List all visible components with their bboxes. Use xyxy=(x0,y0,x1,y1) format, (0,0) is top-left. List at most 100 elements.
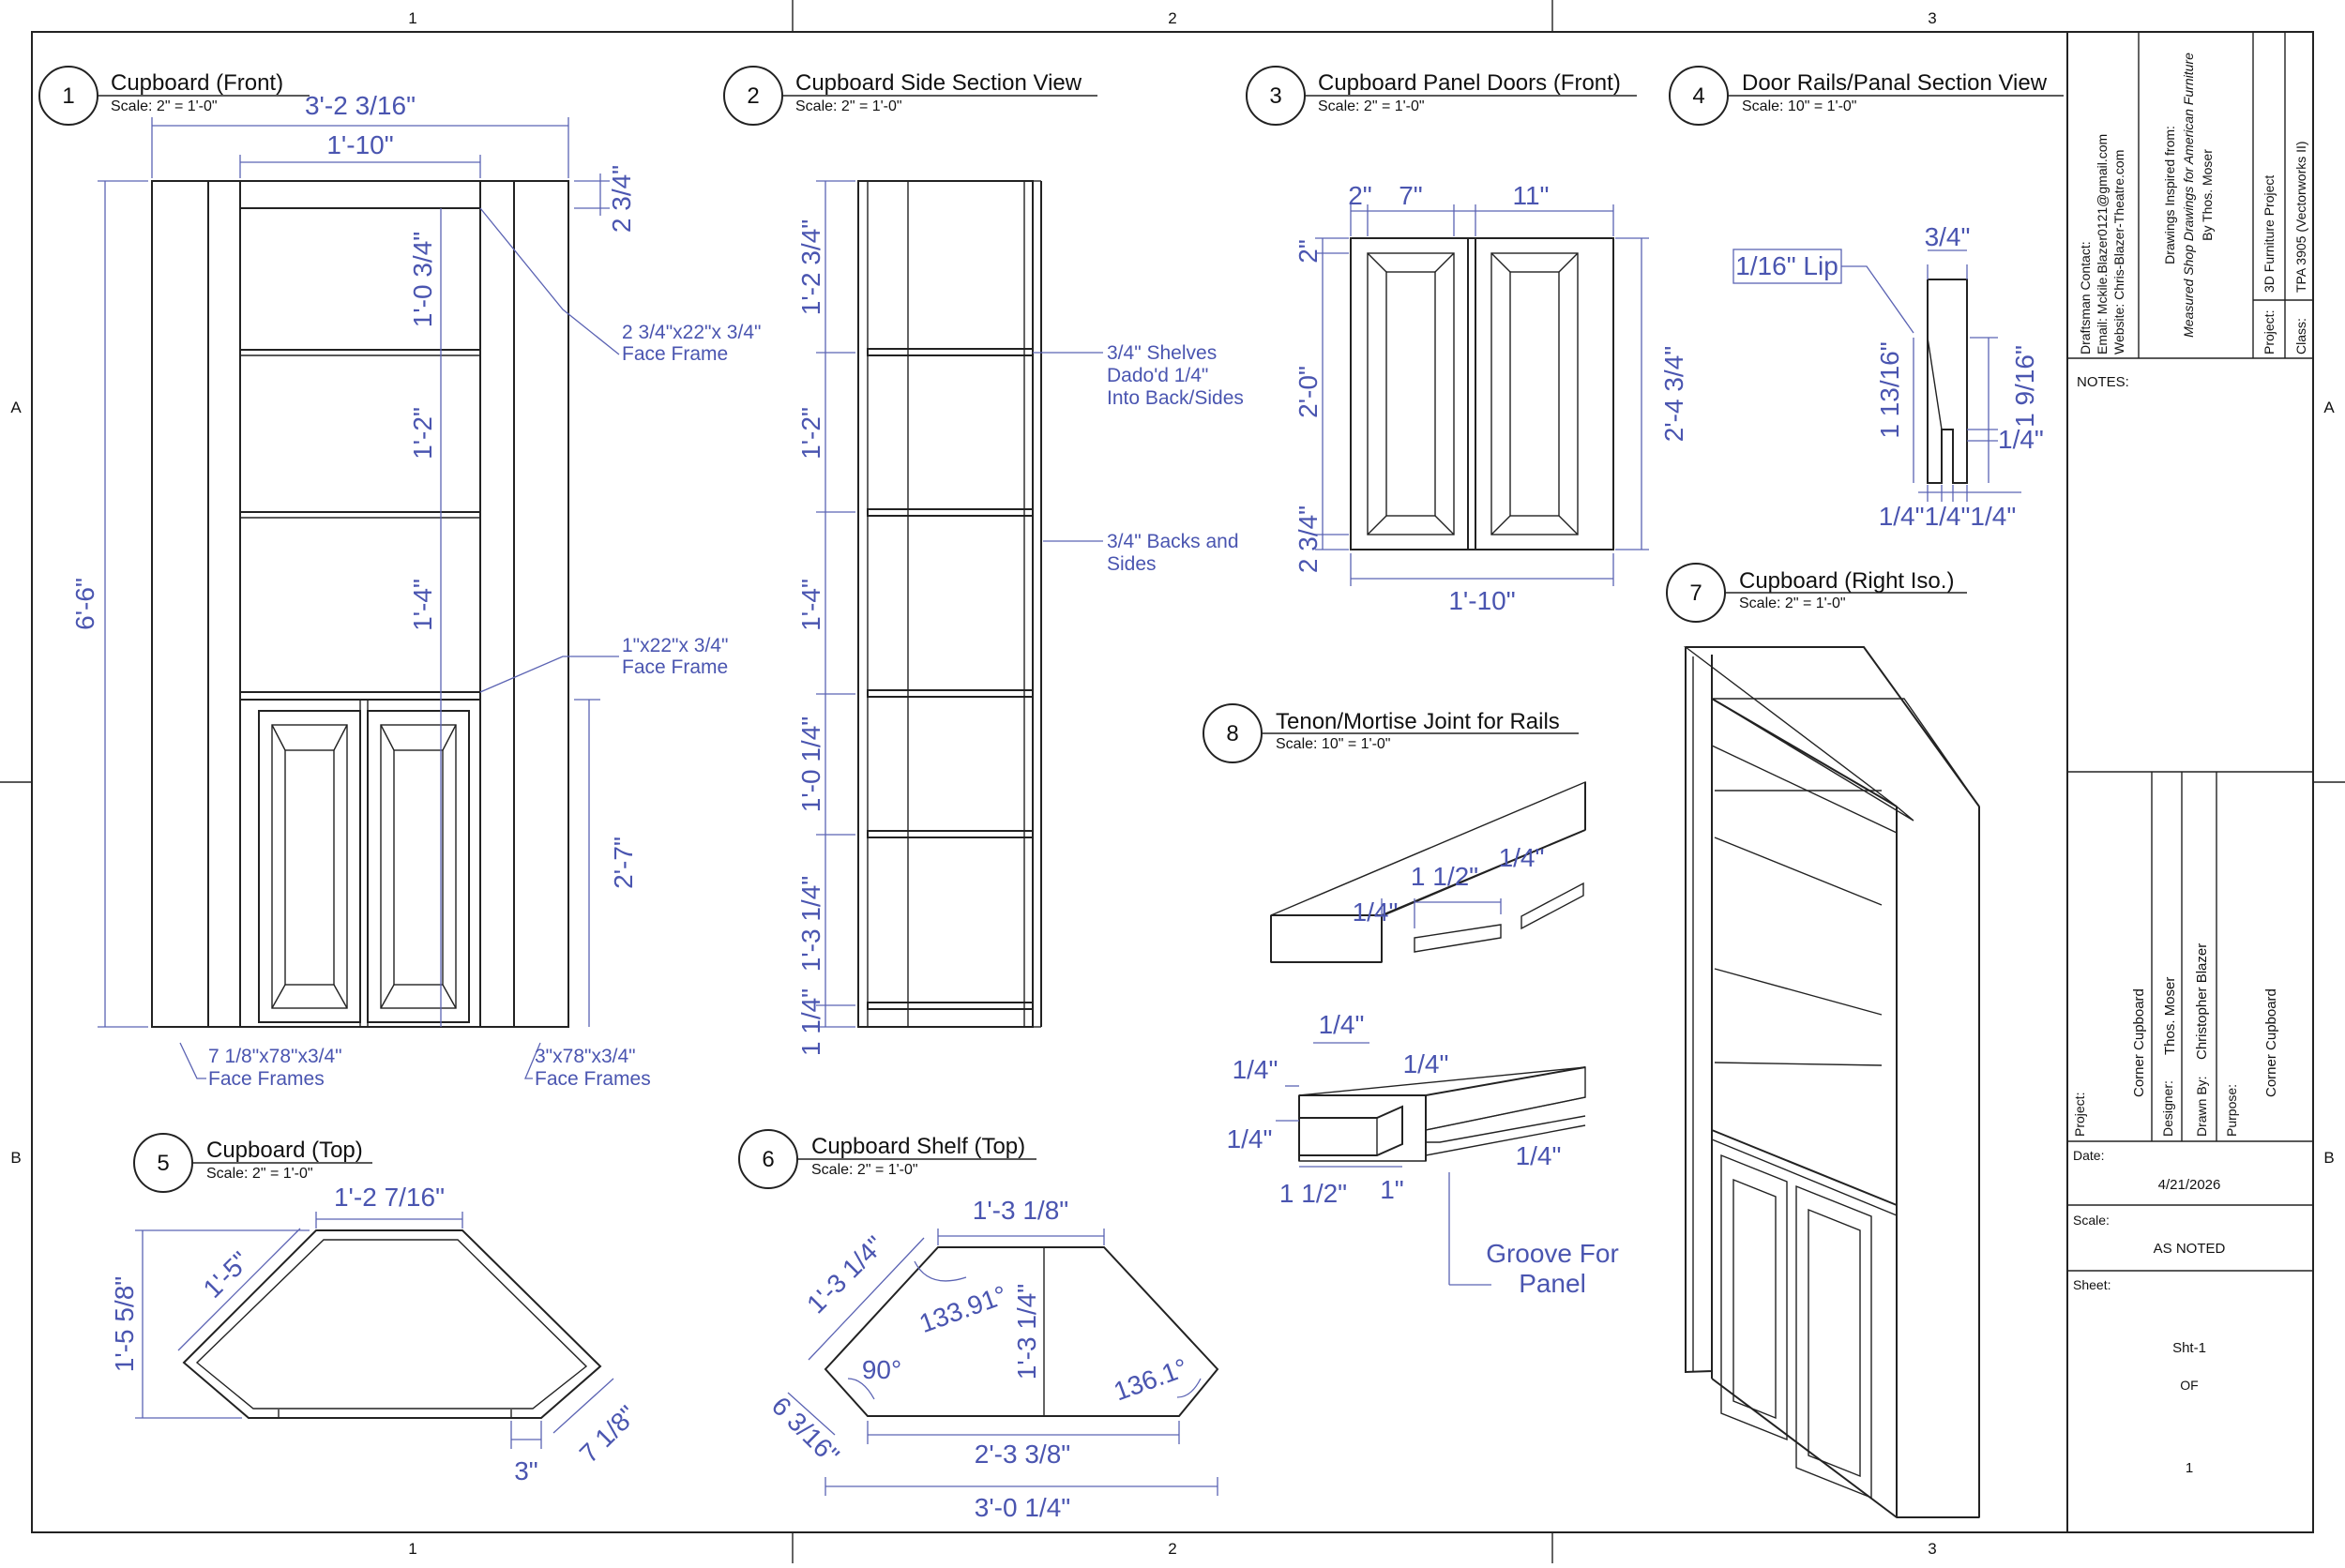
dim-door-width: 11" xyxy=(1512,181,1549,210)
note-ff-left-a: 7 1/8"x78"x3/4" xyxy=(208,1046,342,1067)
dim-overall-width: 3'-2 3/16" xyxy=(305,91,416,120)
grid-row-b-right: B xyxy=(2323,1149,2334,1167)
view-number: 2 xyxy=(747,83,759,109)
tb-inspired-1: Drawings Inspired from: xyxy=(2162,126,2177,264)
dim-tenon-c: 1/4" xyxy=(1353,897,1399,927)
dim-tenon-g: 1/4" xyxy=(1227,1124,1273,1153)
note-shelves-a: 3/4" Shelves xyxy=(1107,342,1217,364)
note-groove-a: Groove For xyxy=(1486,1239,1619,1268)
tb-project-value: 3D Furniture Project xyxy=(2262,175,2277,293)
note-lip: 1/16" Lip xyxy=(1735,251,1838,280)
angle-shelf-2: 90° xyxy=(862,1355,901,1384)
view-title: Cupboard Side Section View xyxy=(795,70,1082,96)
dim-top-rail: 2 3/4" xyxy=(607,165,636,233)
dim-side-4: 1'-0 1/4" xyxy=(796,716,825,812)
note-backs-a: 3/4" Backs and xyxy=(1107,531,1239,552)
note-shelves-c: Into Back/Sides xyxy=(1107,387,1244,409)
tb-notes-label: NOTES: xyxy=(2077,374,2129,390)
tb-project-label: Project: xyxy=(2262,310,2277,354)
dim-top-back: 3" xyxy=(514,1456,538,1485)
dim-shelf-back-corner: 6 3/16" xyxy=(766,1391,845,1470)
view-tenon-mortise: 8 Tenon/Mortise Joint for Rails Scale: 1… xyxy=(1203,703,1619,1298)
view-number: 4 xyxy=(1692,83,1704,109)
dim-tenon-b: 1/4" xyxy=(1499,843,1545,872)
dim-tenon-h: 1/4" xyxy=(1516,1141,1562,1170)
grid-row-a-left: A xyxy=(10,399,22,416)
note-face-frame-1a: 2 3/4"x22"x 3/4" xyxy=(622,322,761,343)
view-scale: Scale: 10" = 1'-0" xyxy=(1276,736,1390,752)
tb-sheet-value: Sht-1 xyxy=(2172,1340,2206,1356)
tb-drawn-label: Drawn By: xyxy=(2194,1076,2209,1137)
dim-side-2: 1'-2" xyxy=(796,407,825,460)
dim-doors-total-width: 1'-10" xyxy=(1448,586,1515,615)
view-scale: Scale: 2" = 1'-0" xyxy=(795,98,902,114)
view-number: 5 xyxy=(157,1151,169,1176)
dim-overall-height: 6'-6" xyxy=(70,578,99,630)
dim-top-depth: 1'-5 5/8" xyxy=(110,1276,139,1372)
view-title: Tenon/Mortise Joint for Rails xyxy=(1276,709,1560,734)
tb-contact-2: Email: Mckile.Blazer0121@gmail.com xyxy=(2095,134,2110,354)
dim-top-corner: 7 1/8" xyxy=(574,1400,643,1469)
dim-rail-thickness: 3/4" xyxy=(1925,222,1971,251)
dim-tenon-a: 1 1/2" xyxy=(1411,862,1478,891)
dim-door-height: 2'-4 3/4" xyxy=(1659,346,1688,442)
view-number: 6 xyxy=(762,1147,774,1172)
view-title: Cupboard (Front) xyxy=(111,70,283,96)
dim-rail-right: 1 9/16" xyxy=(2010,345,2039,428)
dim-side-5: 1'-3 1/4" xyxy=(796,876,825,972)
tb-sheet-label: Sheet: xyxy=(2073,1277,2110,1292)
dim-shelf-front: 1'-3 1/8" xyxy=(973,1196,1068,1225)
note-face-frame-2b: Face Frame xyxy=(622,656,728,678)
dim-shelf-depth: 1'-3 1/4" xyxy=(1012,1284,1041,1380)
view-scale: Scale: 10" = 1'-0" xyxy=(1742,98,1856,114)
dim-tenon-f: 1/4" xyxy=(1403,1049,1449,1078)
note-face-frame-1b: Face Frame xyxy=(622,343,728,365)
tb-drawn-value: Christopher Blazer xyxy=(2194,943,2210,1060)
dim-shelf-3: 1'-4" xyxy=(408,579,437,631)
dim-tenon-d: 1/4" xyxy=(1319,1010,1365,1039)
tb-purpose-value: Corner Cupboard xyxy=(2263,988,2279,1097)
dim-tenon-i: 1 1/2" xyxy=(1279,1179,1347,1208)
view-title: Cupboard Panel Doors (Front) xyxy=(1318,70,1621,96)
view-number: 3 xyxy=(1269,83,1281,109)
tb-contact-1: Draftsman Contact: xyxy=(2078,241,2093,354)
tb-contact-3: Website: Chris-Blazer-Theatre.com xyxy=(2111,150,2126,354)
grid-col-1-bottom: 1 xyxy=(408,1540,416,1558)
dim-top-diag: 1'-5" xyxy=(198,1246,255,1304)
dim-shelf-back: 2'-3 3/8" xyxy=(975,1440,1070,1469)
tb-inspired-2: Measured Shop Drawings for American Furn… xyxy=(2181,53,2196,338)
dim-inner-width: 1'-10" xyxy=(326,130,393,159)
tb-project-title: Corner Cupboard xyxy=(2131,988,2147,1097)
view-side-section: 2 Cupboard Side Section View Scale: 2" =… xyxy=(723,66,1244,1056)
tb-date-label: Date: xyxy=(2073,1148,2104,1163)
tb-sheet-total: 1 xyxy=(2186,1460,2193,1476)
tb-scale-value: AS NOTED xyxy=(2154,1241,2226,1257)
view-shelf-top: 6 Cupboard Shelf (Top) Scale: 2" = 1'-0"… xyxy=(738,1129,1219,1522)
tb-class-label: Class: xyxy=(2293,318,2308,354)
note-backs-b: Sides xyxy=(1107,553,1157,575)
view-rail-section: 4 Door Rails/Panal Section View Scale: 1… xyxy=(1669,66,2064,531)
view-number: 1 xyxy=(62,83,74,109)
view-scale: Scale: 2" = 1'-0" xyxy=(111,98,218,114)
dim-shelf-2: 1'-2" xyxy=(408,407,437,460)
tb-inspired-3: By Thos. Moser xyxy=(2200,149,2215,241)
view-right-iso: 7 Cupboard (Right Iso.) Scale: 2" = 1'-0… xyxy=(1666,563,1980,1518)
grid-col-3-bottom: 3 xyxy=(1928,1540,1936,1558)
dim-tenon-e: 1/4" xyxy=(1233,1055,1278,1084)
note-shelves-b: Dado'd 1/4" xyxy=(1107,365,1208,386)
tb-class-value: TPA 3905 (Vectorworks II) xyxy=(2293,141,2308,293)
grid-col-1-top: 1 xyxy=(408,9,416,27)
dim-tenon-j: 1" xyxy=(1380,1175,1404,1204)
tb-date-value: 4/21/2026 xyxy=(2158,1177,2221,1193)
dim-door-panel-height: 2'-0" xyxy=(1294,366,1323,418)
tb-designer-value: Thos. Moser xyxy=(2162,977,2178,1055)
view-title: Cupboard (Top) xyxy=(206,1138,363,1163)
note-face-frame-2a: 1"x22"x 3/4" xyxy=(622,635,728,656)
dim-top-front-edge: 1'-2 7/16" xyxy=(334,1183,445,1212)
dim-side-3: 1'-4" xyxy=(796,579,825,631)
dim-lower-height: 2'-7" xyxy=(609,837,638,889)
view-title: Door Rails/Panal Section View xyxy=(1742,70,2048,96)
dim-shelf-total: 3'-0 1/4" xyxy=(975,1493,1070,1522)
